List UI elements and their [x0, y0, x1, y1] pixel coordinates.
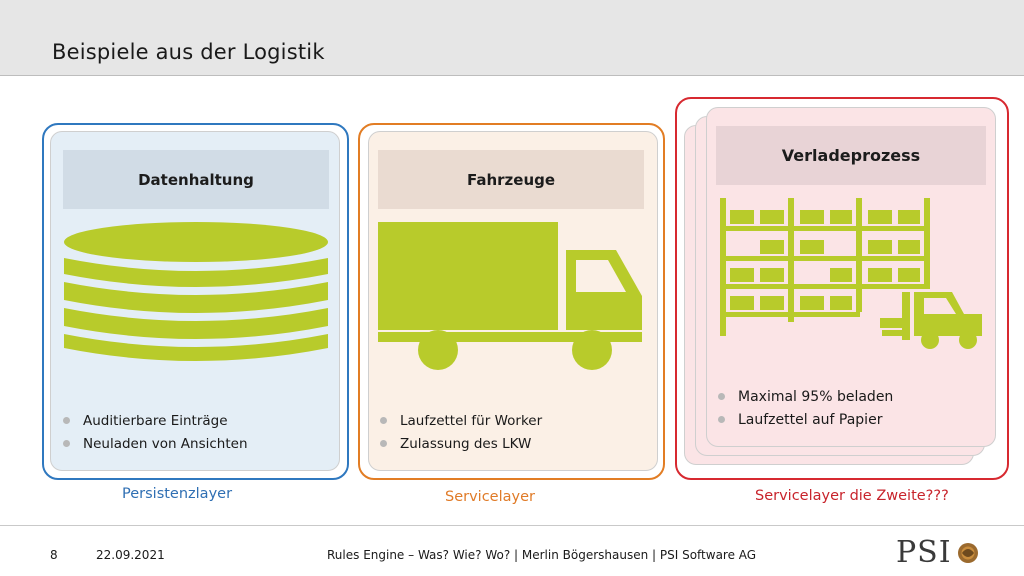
slide-title: Beispiele aus der Logistik	[52, 40, 325, 64]
bullet-list-fahrzeuge: Laufzettel für Worker Zulassung des LKW	[380, 409, 542, 455]
list-item: Neuladen von Ansichten	[63, 432, 248, 455]
psi-logo-icon	[957, 542, 978, 563]
bullet-dot-icon	[63, 417, 70, 424]
psi-logo: PSI	[896, 535, 980, 570]
truck-icon	[378, 222, 642, 370]
list-item: Zulassung des LKW	[380, 432, 542, 455]
logo-text: PSI	[896, 535, 952, 570]
panel-heading-fahrzeuge: Fahrzeuge	[378, 150, 644, 209]
caption-persistenzlayer: Persistenzlayer	[122, 486, 233, 502]
footer-text: Rules Engine – Was? Wie? Wo? | Merlin Bö…	[327, 548, 757, 562]
list-item: Laufzettel für Worker	[380, 409, 542, 432]
bullet-dot-icon	[380, 417, 387, 424]
slide-header	[0, 0, 1024, 76]
bullet-dot-icon	[718, 416, 725, 423]
warehouse-forklift-icon	[720, 198, 982, 349]
bullet-dot-icon	[718, 393, 725, 400]
panel-heading-datenhaltung: Datenhaltung	[63, 150, 329, 209]
list-item: Laufzettel auf Papier	[718, 408, 893, 431]
bullet-dot-icon	[380, 440, 387, 447]
bullet-dot-icon	[63, 440, 70, 447]
list-item: Maximal 95% beladen	[718, 385, 893, 408]
caption-servicelayer: Servicelayer	[445, 489, 535, 505]
bullet-list-verladeprozess: Maximal 95% beladen Laufzettel auf Papie…	[718, 385, 893, 431]
slide-date: 22.09.2021	[96, 548, 165, 562]
panel-heading-verladeprozess: Verladeprozess	[716, 126, 986, 185]
list-item: Auditierbare Einträge	[63, 409, 248, 432]
database-icon	[64, 222, 328, 361]
page-number: 8	[50, 548, 58, 562]
caption-servicelayer-zweite: Servicelayer die Zweite???	[755, 488, 949, 504]
footer-divider	[0, 525, 1024, 526]
bullet-list-datenhaltung: Auditierbare Einträge Neuladen von Ansic…	[63, 409, 248, 455]
